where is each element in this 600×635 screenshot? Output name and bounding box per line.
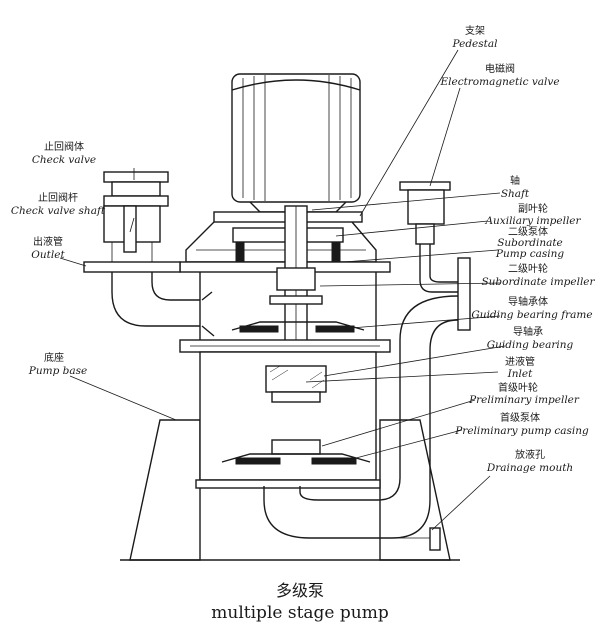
label-drainage-mouth: 放液孔 Drainage mouth: [486, 448, 573, 474]
label-subordinate-impeller-en: Subordinate impeller: [481, 276, 595, 288]
label-guiding-bearing-en: Guiding bearing: [487, 339, 574, 351]
label-preliminary-impeller-en: Preliminary impeller: [468, 394, 580, 406]
label-shaft-en: Shaft: [501, 188, 530, 200]
label-pedestal: 支架 Pedestal: [452, 25, 498, 50]
label-auxiliary-impeller-zh: 副叶轮: [518, 202, 548, 215]
caption-en: multiple stage pump: [211, 603, 389, 623]
label-check-valve-shaft-zh: 止回阀杆: [38, 191, 78, 204]
label-electromagnetic-valve: 电磁阀 Electromagnetic valve: [439, 62, 559, 88]
label-pedestal-zh: 支架: [465, 25, 485, 37]
label-preliminary-pump-casing-zh: 首级泵体: [500, 411, 540, 424]
label-guiding-bearing: 导轴承 Guiding bearing: [487, 325, 574, 351]
label-electromagnetic-valve-en: Electromagnetic valve: [439, 76, 559, 88]
leader-lines: [59, 49, 506, 531]
label-preliminary-pump-casing: 首级泵体 Preliminary pump casing: [454, 411, 589, 437]
label-outlet-zh: 出液管: [33, 235, 63, 248]
caption: 多级泵 multiple stage pump: [211, 581, 389, 623]
label-inlet-zh: 进液管: [505, 355, 535, 368]
motor-drawing: [213, 73, 363, 223]
label-subordinate-pump-casing: 二级泵体 Subordinate Pump casing: [495, 226, 564, 260]
label-pump-base-en: Pump base: [28, 365, 87, 377]
label-pedestal-en: Pedestal: [452, 38, 498, 50]
label-drainage-mouth-zh: 放液孔: [515, 448, 545, 461]
label-check-valve-zh: 止回阀体: [44, 140, 84, 153]
pump-base-drawing: [120, 419, 460, 561]
label-pump-base-zh: 底座: [44, 351, 64, 364]
label-inlet-en: Inlet: [507, 368, 533, 380]
label-subordinate-impeller-zh: 二级叶轮: [508, 262, 548, 275]
label-auxiliary-impeller-en: Auxiliary impeller: [484, 215, 581, 227]
label-guiding-bearing-zh: 导轴承: [513, 325, 543, 338]
check-valve-drawing: [83, 171, 181, 273]
label-drainage-mouth-en: Drainage mouth: [486, 462, 573, 474]
preliminary-casing-drawing: [195, 351, 381, 489]
label-subordinate-pump-casing-zh: 二级泵体: [508, 226, 548, 238]
label-subordinate-impeller: 二级叶轮 Subordinate impeller: [481, 262, 595, 288]
label-check-valve-shaft-en: Check valve shaft: [11, 205, 106, 217]
outlet-pipe-drawing: [111, 272, 215, 337]
label-guiding-bearing-frame-en: Guiding bearing frame: [471, 309, 592, 321]
label-check-valve-shaft: 止回阀杆 Check valve shaft: [11, 191, 106, 217]
inlet-pipe-drawing: [263, 295, 459, 551]
subordinate-casing-drawing: [179, 272, 391, 353]
label-subordinate-pump-casing-en1: Subordinate: [497, 237, 563, 249]
label-outlet-en: Outlet: [31, 249, 65, 261]
label-pump-base: 底座 Pump base: [28, 351, 87, 377]
electromagnetic-valve-drawing: [399, 181, 471, 331]
label-preliminary-impeller: 首级叶轮 Preliminary impeller: [468, 381, 580, 406]
label-shaft: 轴 Shaft: [501, 174, 530, 200]
label-inlet: 进液管 Inlet: [505, 355, 535, 380]
label-guiding-bearing-frame: 导轴承体 Guiding bearing frame: [471, 295, 592, 321]
label-outlet: 出液管 Outlet: [31, 235, 65, 261]
label-preliminary-impeller-zh: 首级叶轮: [498, 381, 538, 394]
label-auxiliary-impeller: 副叶轮 Auxiliary impeller: [484, 202, 581, 227]
label-guiding-bearing-frame-zh: 导轴承体: [508, 295, 548, 308]
label-check-valve-en: Check valve: [32, 154, 96, 166]
label-electromagnetic-valve-zh: 电磁阀: [485, 62, 515, 75]
label-shaft-zh: 轴: [510, 174, 520, 187]
label-check-valve: 止回阀体 Check valve: [32, 140, 96, 166]
label-subordinate-pump-casing-en2: Pump casing: [495, 248, 564, 260]
label-preliminary-pump-casing-en: Preliminary pump casing: [454, 425, 589, 437]
caption-zh: 多级泵: [276, 581, 324, 600]
